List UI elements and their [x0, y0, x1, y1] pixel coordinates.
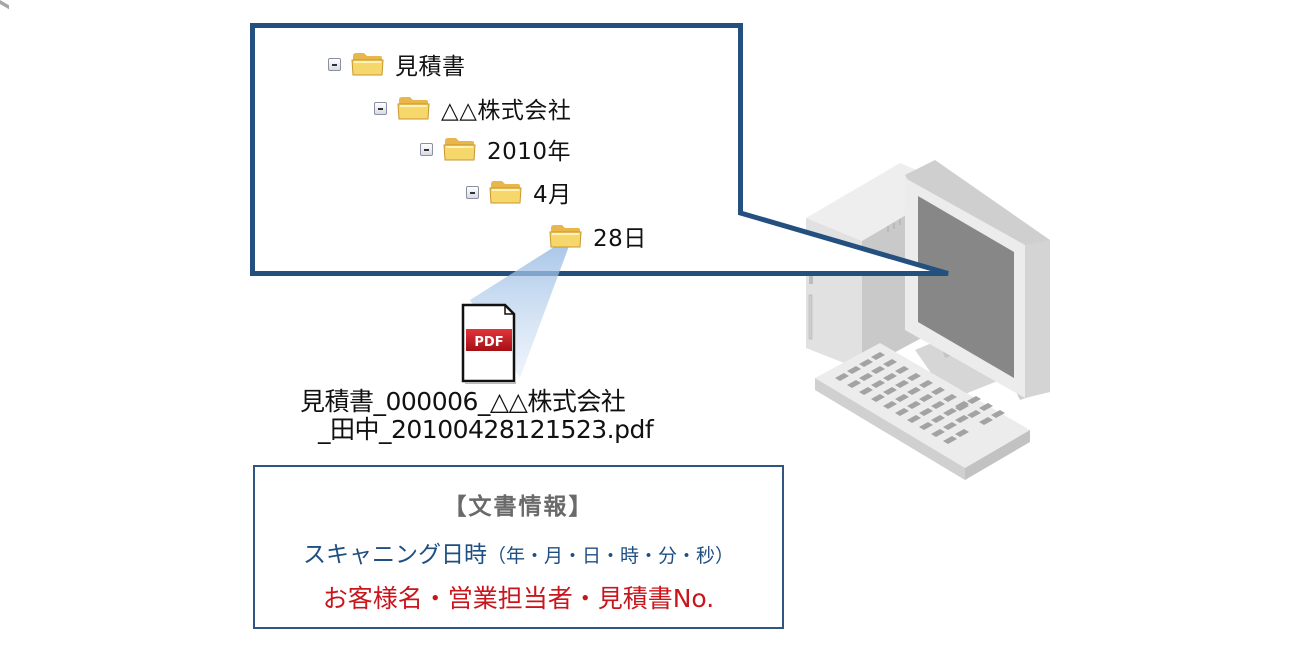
- folder-icon: [351, 53, 384, 76]
- folder-icon: [443, 138, 476, 161]
- info-scan-datetime: スキャニング日時（年・月・日・時・分・秒）: [255, 535, 782, 569]
- file-name-line2: _田中_20100428121523.pdf: [318, 415, 654, 444]
- info-title: 【文書情報】: [443, 494, 594, 520]
- file-name-line1: 見積書_000006_△△株式会社: [300, 387, 626, 416]
- pdf-file-name: 見積書_000006_△△株式会社 _田中_20100428121523.pdf: [300, 388, 690, 444]
- collapse-toggle-icon[interactable]: [466, 185, 479, 199]
- collapse-toggle-icon[interactable]: [420, 142, 433, 156]
- callout-outline: [250, 23, 949, 276]
- tree-item-month[interactable]: 4月: [466, 177, 572, 208]
- beam-highlight: [470, 238, 572, 378]
- tree-item-mitsumorisho[interactable]: 見積書: [328, 49, 466, 80]
- tree-item-label: △△株式会社: [441, 98, 572, 124]
- tree-item-company[interactable]: △△株式会社: [374, 93, 572, 124]
- folder-icon: [489, 181, 522, 204]
- desktop-computer-icon: [0, 0, 1050, 480]
- tree-item-label: 見積書: [395, 54, 466, 80]
- info-customer-fields: お客様名・営業担当者・見積書No.: [322, 584, 715, 613]
- collapse-toggle-icon[interactable]: [328, 57, 341, 71]
- info-scan-datetime-label: スキャニング日時: [302, 542, 487, 568]
- tree-item-day[interactable]: 28日: [549, 221, 647, 252]
- folder-icon: [397, 97, 430, 120]
- tree-item-year[interactable]: 2010年: [420, 134, 572, 165]
- tree-item-label: 4月: [533, 182, 572, 208]
- collapse-toggle-icon[interactable]: [374, 101, 387, 115]
- document-info-box: 【文書情報】 スキャニング日時（年・月・日・時・分・秒） お客様名・営業担当者・…: [253, 465, 784, 629]
- folder-icon: [549, 225, 582, 248]
- tree-item-label: 2010年: [487, 139, 572, 165]
- pdf-file-icon: PDF: [461, 303, 516, 384]
- svg-text:PDF: PDF: [474, 335, 503, 350]
- info-scan-datetime-detail: （年・月・日・時・分・秒）: [486, 545, 734, 567]
- tree-item-label: 28日: [593, 226, 647, 252]
